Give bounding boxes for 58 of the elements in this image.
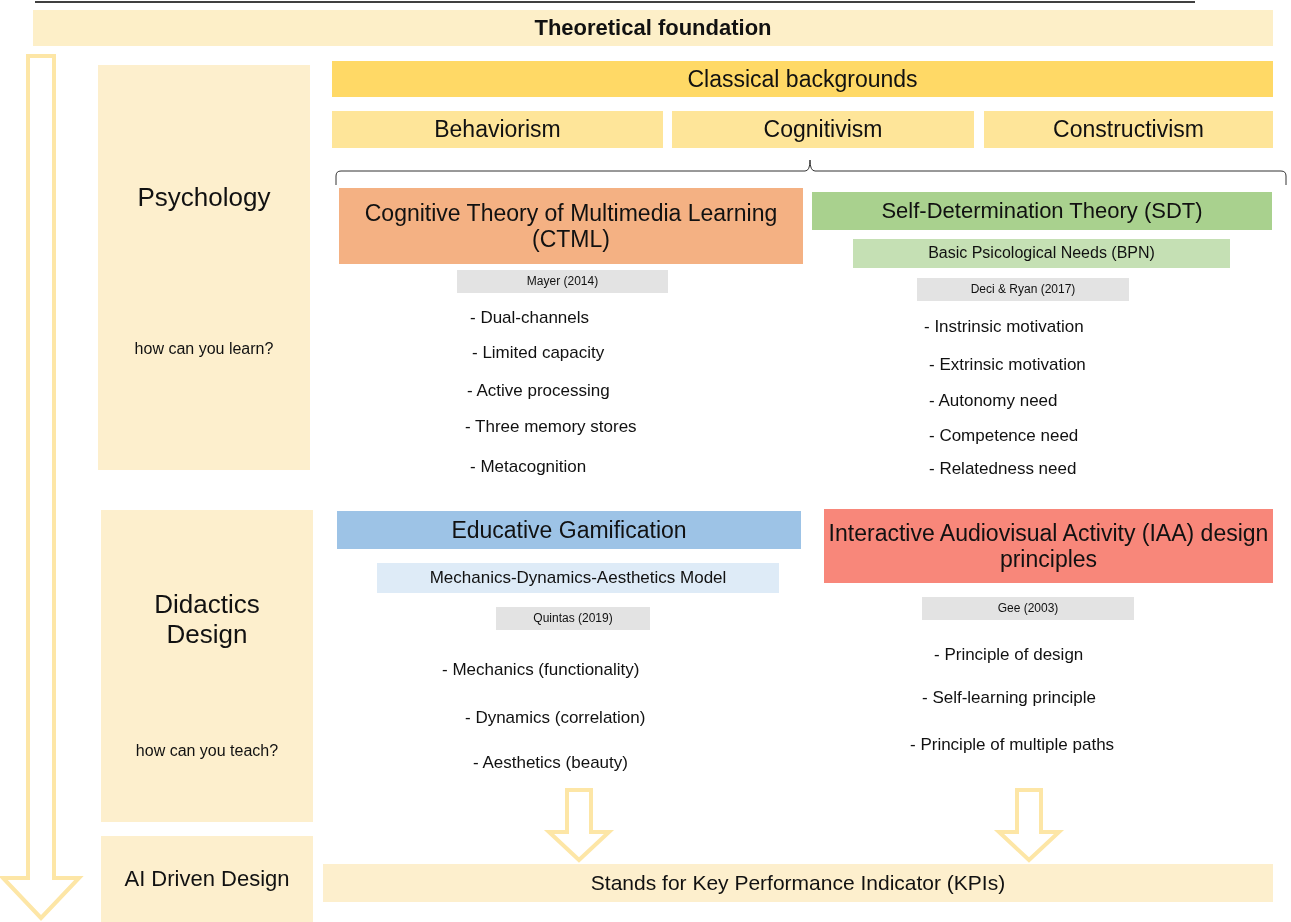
list-item: - Mechanics (functionality) <box>442 660 640 680</box>
node-question: how can you teach? <box>134 742 280 761</box>
node-label: Basic Psicological Needs (BPN) <box>928 244 1155 263</box>
node-label: Educative Gamification <box>451 516 687 544</box>
node-label: Deci & Ryan (2017) <box>970 282 1076 297</box>
list-item: - Dual-channels <box>470 308 590 328</box>
title-band <box>33 10 1273 46</box>
node-label: Self-Determination Theory (SDT) <box>881 198 1203 224</box>
list-item: - Principle of multiple paths <box>910 735 1115 755</box>
node-label: Theoretical foundation <box>534 15 772 41</box>
node-label: Constructivism <box>1053 116 1204 143</box>
list-item: - Aesthetics (beauty) <box>473 753 628 773</box>
node-label: Psychology <box>136 183 272 213</box>
list-item: - Three memory stores <box>465 417 637 437</box>
list-item: - Instrinsic motivation <box>924 317 1084 337</box>
theory-bar <box>672 111 974 148</box>
theory-box <box>339 188 803 264</box>
node-label: Mechanics-Dynamics-Aesthetics Model <box>429 568 727 588</box>
list-item: - Active processing <box>467 381 610 401</box>
node-label: Behaviorism <box>434 116 561 143</box>
node-label: Quintas (2019) <box>533 611 613 626</box>
section-band <box>98 65 310 470</box>
node-label: Cognitive Theory of Multimedia Learning (CTML) <box>363 199 779 253</box>
node-label: Cognitivism <box>763 116 883 143</box>
reference-tag <box>922 597 1134 620</box>
block-arrow <box>543 788 615 863</box>
theory-box <box>812 192 1272 230</box>
node-label: AI Driven Design <box>124 866 290 892</box>
node-label: Gee (2003) <box>997 601 1059 616</box>
theory-bar <box>332 111 663 148</box>
list-item: - Extrinsic motivation <box>929 355 1086 375</box>
node-label: Classical backgrounds <box>687 65 918 93</box>
section-band <box>101 836 313 922</box>
list-item: - Relatedness need <box>929 459 1077 479</box>
theory-box <box>824 509 1273 583</box>
theory-bar <box>984 111 1273 148</box>
list-item: - Metacognition <box>470 457 587 477</box>
list-item: - Principle of design <box>934 645 1084 665</box>
list-item: - Autonomy need <box>929 391 1058 411</box>
subtheory-bar <box>853 239 1230 268</box>
reference-tag <box>457 270 668 293</box>
result-band <box>323 864 1273 902</box>
reference-tag <box>917 278 1129 301</box>
node-label: Interactive Audiovisual Activity (IAA) design principles <box>827 519 1270 573</box>
node-question: how can you learn? <box>133 340 275 359</box>
list-item: - Self-learning principle <box>922 688 1096 708</box>
header-bar <box>332 61 1273 97</box>
section-band <box>101 510 313 822</box>
node-label: Didactics Design <box>153 590 261 650</box>
list-item: - Dynamics (correlation) <box>465 708 646 728</box>
reference-tag <box>496 607 650 630</box>
list-item: - Competence need <box>929 426 1079 446</box>
theory-box <box>337 511 801 549</box>
list-item: - Limited capacity <box>472 343 605 363</box>
node-label: Stands for Key Performance Indicator (KPIs) <box>590 870 1006 896</box>
node-label: Mayer (2014) <box>526 274 599 289</box>
block-arrow <box>993 788 1065 863</box>
subtheory-bar <box>377 563 779 593</box>
